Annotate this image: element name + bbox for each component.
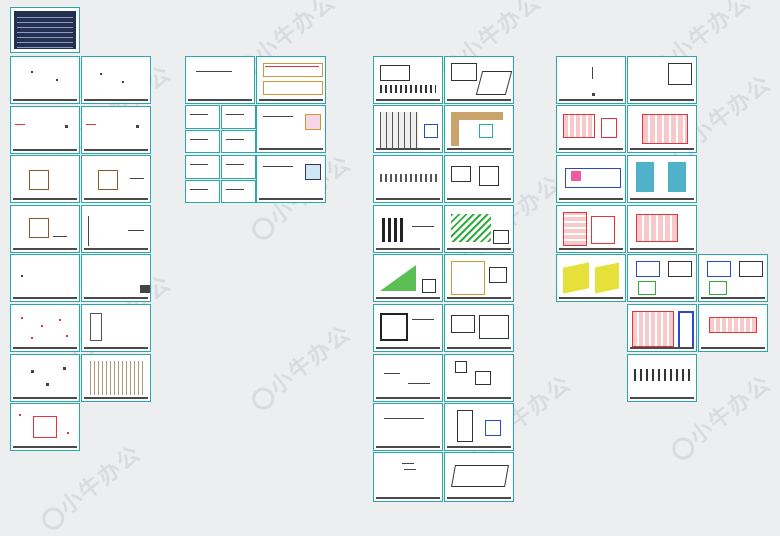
drawing-sheet[interactable] bbox=[444, 254, 514, 302]
drawing-sheet[interactable] bbox=[81, 354, 151, 402]
drawing-sheet[interactable] bbox=[373, 403, 443, 451]
drawing-sheet[interactable] bbox=[10, 354, 80, 402]
drawing-sheet[interactable] bbox=[10, 155, 80, 203]
drawing-sheet[interactable] bbox=[256, 155, 326, 203]
drawing-sheet[interactable] bbox=[627, 205, 697, 253]
drawing-sheet[interactable] bbox=[627, 105, 697, 153]
drawing-sheet[interactable] bbox=[221, 105, 256, 129]
drawing-sheet[interactable] bbox=[444, 105, 514, 153]
drawing-sheet[interactable] bbox=[10, 56, 80, 104]
drawing-sheet[interactable] bbox=[10, 304, 80, 352]
drawing-sheet[interactable] bbox=[221, 130, 256, 153]
drawing-index-sheet[interactable] bbox=[10, 7, 80, 53]
drawing-sheet[interactable] bbox=[81, 254, 151, 302]
drawing-sheet[interactable] bbox=[10, 106, 80, 154]
drawing-sheet[interactable] bbox=[373, 304, 443, 352]
drawing-sheet[interactable] bbox=[698, 254, 768, 302]
drawing-sheet[interactable] bbox=[627, 354, 697, 402]
drawing-sheet[interactable] bbox=[698, 304, 768, 352]
drawing-sheet[interactable] bbox=[444, 155, 514, 203]
drawing-sheet[interactable] bbox=[556, 155, 626, 203]
drawing-sheet[interactable] bbox=[444, 354, 514, 402]
drawing-sheet[interactable] bbox=[627, 304, 697, 352]
drawing-sheet[interactable] bbox=[444, 304, 514, 352]
drawing-sheet[interactable] bbox=[444, 452, 514, 502]
drawing-sheet[interactable] bbox=[256, 56, 326, 104]
watermark: 小牛办公 bbox=[33, 436, 147, 535]
drawing-sheet[interactable] bbox=[81, 155, 151, 203]
drawing-sheet[interactable] bbox=[185, 130, 220, 153]
drawing-sheet[interactable] bbox=[373, 354, 443, 402]
watermark: 小牛办公 bbox=[243, 316, 357, 415]
drawing-sheet[interactable] bbox=[81, 106, 151, 154]
drawing-sheet[interactable] bbox=[444, 403, 514, 451]
drawing-sheet[interactable] bbox=[444, 56, 514, 104]
drawing-sheet[interactable] bbox=[373, 254, 443, 302]
drawing-sheet[interactable] bbox=[373, 155, 443, 203]
drawing-sheet[interactable] bbox=[256, 105, 326, 153]
drawing-sheet[interactable] bbox=[627, 56, 697, 104]
drawing-sheet[interactable] bbox=[185, 180, 220, 203]
drawing-sheet[interactable] bbox=[373, 205, 443, 253]
drawing-sheet[interactable] bbox=[10, 254, 80, 302]
drawing-sheet[interactable] bbox=[10, 403, 80, 451]
drawing-sheet[interactable] bbox=[81, 56, 151, 104]
drawing-sheet[interactable] bbox=[627, 254, 697, 302]
drawing-sheet[interactable] bbox=[10, 205, 80, 253]
drawing-sheet[interactable] bbox=[373, 105, 443, 153]
drawing-sheet[interactable] bbox=[81, 205, 151, 253]
drawing-sheet[interactable] bbox=[373, 56, 443, 104]
drawing-sheet[interactable] bbox=[556, 254, 626, 302]
drawing-sheet[interactable] bbox=[221, 180, 256, 203]
drawing-sheet[interactable] bbox=[185, 155, 220, 179]
drawing-sheet[interactable] bbox=[556, 56, 626, 104]
drawing-sheet[interactable] bbox=[444, 205, 514, 253]
drawing-sheet[interactable] bbox=[556, 105, 626, 153]
drawing-sheet[interactable] bbox=[373, 452, 443, 502]
drawing-sheet[interactable] bbox=[556, 205, 626, 253]
drawing-sheet[interactable] bbox=[81, 304, 151, 352]
drawing-sheet[interactable] bbox=[185, 105, 220, 129]
drawing-sheet[interactable] bbox=[185, 56, 255, 104]
drawing-sheet[interactable] bbox=[221, 155, 256, 179]
drawing-sheet[interactable] bbox=[627, 155, 697, 203]
